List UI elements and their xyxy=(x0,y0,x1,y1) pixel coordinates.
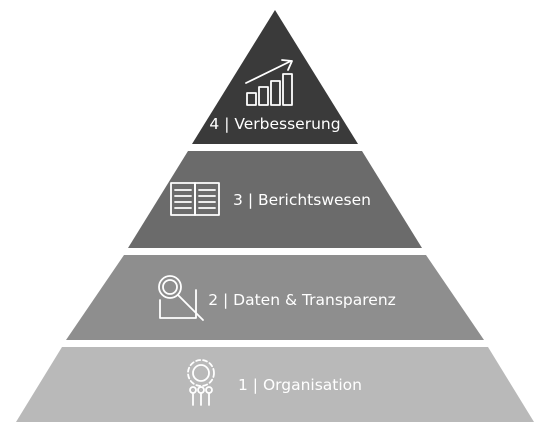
open-book-icon xyxy=(170,182,220,216)
tier-4-shape xyxy=(192,10,358,144)
tier-2: 2 | Daten & Transparenz xyxy=(66,255,484,340)
tier-3-label: 3 | Berichtswesen xyxy=(233,191,371,209)
magnifier-document-icon xyxy=(158,275,204,321)
tier-4-label: 4 | Verbesserung xyxy=(209,115,340,133)
tier-1: 1 | Organisation xyxy=(16,347,534,422)
gear-team-icon xyxy=(187,359,215,406)
growth-chart-icon xyxy=(245,59,293,106)
tier-3-shape xyxy=(128,151,422,248)
tier-1-shape xyxy=(16,347,534,422)
tier-2-label: 2 | Daten & Transparenz xyxy=(208,291,396,309)
tier-1-label: 1 | Organisation xyxy=(238,376,362,394)
tier-4: 4 | Verbesserung xyxy=(192,10,358,144)
tier-3: 3 | Berichtswesen xyxy=(128,151,422,248)
